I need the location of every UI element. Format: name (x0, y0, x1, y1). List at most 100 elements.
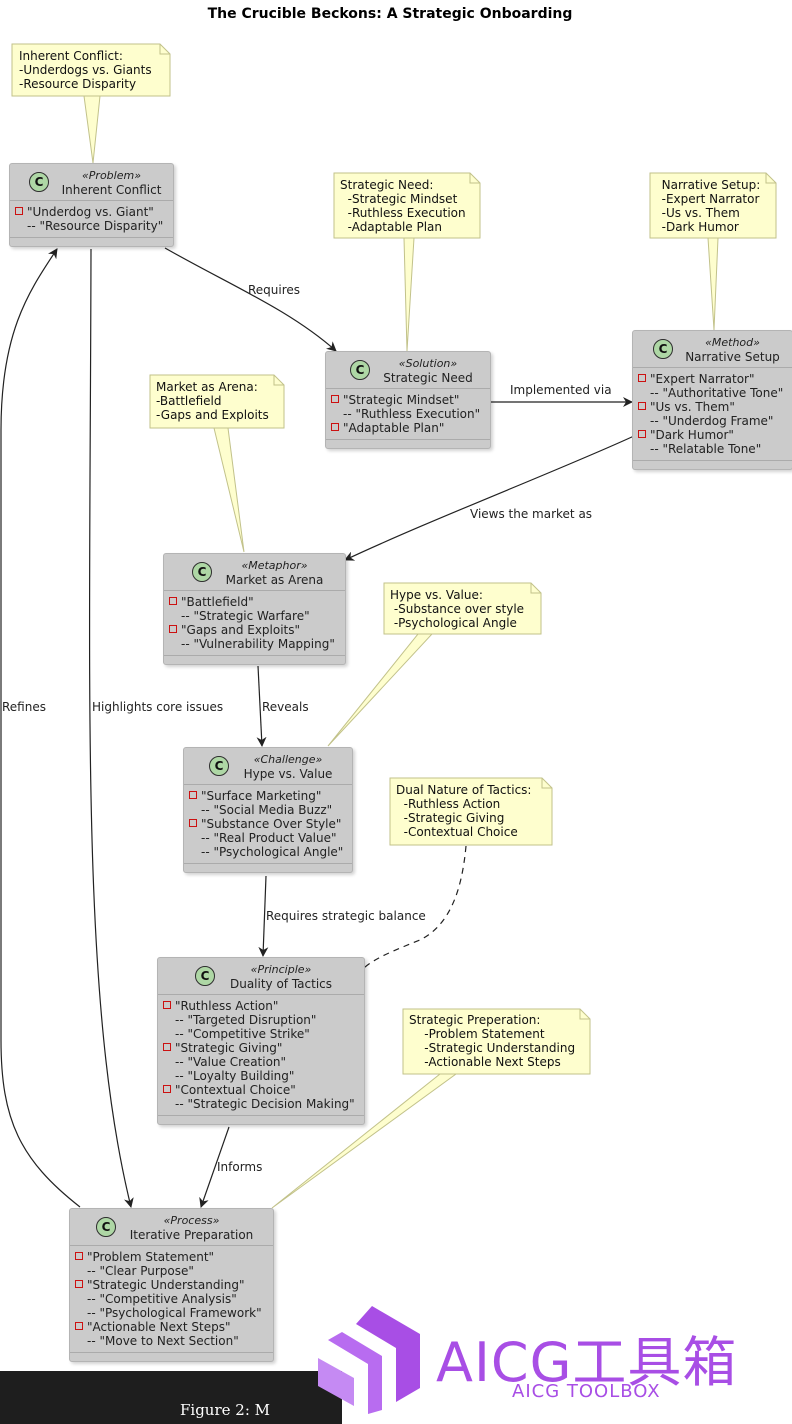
class-attribute-row: -- "Social Media Buzz" (189, 803, 348, 817)
class-attribute-text: "Expert Narrator" (650, 372, 755, 386)
class-attribute-text: -- "Resource Disparity" (27, 219, 164, 233)
attribute-marker-icon (331, 395, 339, 403)
class-attribute-row: "Strategic Giving" (163, 1041, 360, 1055)
class-attribute-row: -- "Strategic Warfare" (169, 609, 341, 623)
class-attribute-text: -- "Targeted Disruption" (175, 1013, 317, 1027)
class-attribute-row: "Actionable Next Steps" (75, 1320, 269, 1334)
class-attribute-text: "Surface Marketing" (201, 789, 322, 803)
class-narrative-setup[interactable]: C «Method» Narrative Setup "Expert Narra… (632, 330, 792, 470)
class-attribute-row: -- "Real Product Value" (189, 831, 348, 845)
edge-label-views: Views the market as (470, 507, 593, 521)
class-attribute-text: "Strategic Mindset" (343, 393, 460, 407)
attribute-marker-icon (75, 1252, 83, 1260)
class-attributes: "Surface Marketing"-- "Social Media Buzz… (184, 785, 352, 859)
class-attribute-row: -- "Psychological Angle" (189, 845, 348, 859)
class-name: Strategic Need (383, 371, 473, 385)
class-stereotype: «Problem» (82, 169, 141, 182)
class-attribute-row: "Contextual Choice" (163, 1083, 360, 1097)
edge-label-informs: Informs (217, 1160, 263, 1174)
class-attribute-row: "Us vs. Them" (638, 400, 788, 414)
class-attribute-row: -- "Value Creation" (163, 1055, 360, 1069)
class-duality-of-tactics[interactable]: C «Principle» Duality of Tactics "Ruthle… (157, 957, 365, 1125)
class-attribute-text: "Strategic Understanding" (87, 1278, 245, 1292)
class-attributes: "Battlefield"-- "Strategic Warfare""Gaps… (164, 591, 345, 651)
class-attribute-row: -- "Targeted Disruption" (163, 1013, 360, 1027)
class-attribute-text: -- "Ruthless Execution" (343, 407, 481, 421)
class-attribute-text: -- "Value Creation" (175, 1055, 287, 1069)
edge-label-implemented: Implemented via (510, 383, 612, 397)
class-attribute-text: -- "Strategic Decision Making" (175, 1097, 355, 1111)
class-c-icon: C (195, 966, 215, 986)
edge-informs (199, 1126, 230, 1208)
edge-label-refines: Refines (2, 700, 46, 714)
note-text-conflict: Inherent Conflict: -Underdogs vs. Giants… (19, 49, 152, 91)
edge-label-balance: Requires strategic balance (266, 909, 426, 923)
attribute-marker-icon (169, 597, 177, 605)
class-attribute-text: "Adaptable Plan" (343, 421, 445, 435)
diagram-title: The Crucible Beckons: A Strategic Onboar… (207, 6, 573, 22)
class-attribute-row: "Gaps and Exploits" (169, 623, 341, 637)
class-attribute-text: -- "Competitive Strike" (175, 1027, 310, 1041)
class-attribute-row: "Underdog vs. Giant" (15, 205, 169, 219)
note-text-narrative: Narrative Setup: -Expert Narrator -Us vs… (661, 178, 761, 234)
note-text-prep: Strategic Preperation: -Problem Statemen… (409, 1013, 576, 1069)
edge-views-market (344, 435, 635, 561)
class-attribute-row: -- "Underdog Frame" (638, 414, 788, 428)
note-prep (402, 1008, 591, 1075)
note-text-need: Strategic Need: -Strategic Mindset -Ruth… (340, 178, 466, 234)
class-hype-vs-value[interactable]: C «Challenge» Hype vs. Value "Surface Ma… (183, 747, 353, 873)
class-attribute-text: -- "Clear Purpose" (87, 1264, 194, 1278)
class-attribute-row: "Surface Marketing" (189, 789, 348, 803)
note-text-arena: Market as Arena: -Battlefield -Gaps and … (156, 380, 269, 422)
class-attribute-text: -- "Social Media Buzz" (201, 803, 333, 817)
class-inherent-conflict[interactable]: C «Problem» Inherent Conflict "Underdog … (9, 163, 174, 247)
class-attribute-row: "Expert Narrator" (638, 372, 788, 386)
watermark-subtext: AICG TOOLBOX (512, 1381, 661, 1402)
class-name: Duality of Tactics (229, 977, 333, 991)
class-attributes: "Ruthless Action"-- "Targeted Disruption… (158, 995, 364, 1111)
class-attribute-row: -- "Move to Next Section" (75, 1334, 269, 1348)
class-attribute-text: -- "Relatable Tone" (650, 442, 762, 456)
class-attribute-text: -- "Real Product Value" (201, 831, 337, 845)
class-attributes: "Expert Narrator"-- "Authoritative Tone"… (633, 368, 792, 456)
class-attribute-text: "Underdog vs. Giant" (27, 205, 154, 219)
class-attribute-text: "Substance Over Style" (201, 817, 342, 831)
class-strategic-need[interactable]: C «Solution» Strategic Need "Strategic M… (325, 351, 491, 449)
note-connector-arena (213, 427, 245, 553)
class-stereotype: «Metaphor» (241, 559, 308, 572)
attribute-marker-icon (638, 402, 646, 410)
attribute-marker-icon (638, 430, 646, 438)
class-attribute-row: -- "Psychological Framework" (75, 1306, 269, 1320)
class-attribute-text: "Ruthless Action" (175, 999, 279, 1013)
edge-reveals (256, 665, 267, 747)
class-attribute-text: "Actionable Next Steps" (87, 1320, 231, 1334)
class-attribute-row: "Battlefield" (169, 595, 341, 609)
attribute-marker-icon (163, 1043, 171, 1051)
class-attribute-text: "Battlefield" (181, 595, 254, 609)
class-attribute-text: "Strategic Giving" (175, 1041, 283, 1055)
class-attribute-row: "Strategic Understanding" (75, 1278, 269, 1292)
figure-caption: Figure 2: M (180, 1401, 271, 1419)
attribute-marker-icon (638, 374, 646, 382)
class-attribute-text: -- "Loyalty Building" (175, 1069, 295, 1083)
note-connector-narrative (707, 237, 719, 331)
class-attribute-row: -- "Competitive Analysis" (75, 1292, 269, 1306)
class-attribute-text: "Problem Statement" (87, 1250, 215, 1264)
edge-label-highlights: Highlights core issues (92, 700, 224, 714)
class-attribute-text: -- "Underdog Frame" (650, 414, 774, 428)
attribute-marker-icon (189, 819, 197, 827)
class-stereotype: «Challenge» (253, 753, 323, 766)
class-attribute-row: -- "Ruthless Execution" (331, 407, 486, 421)
class-market-as-arena[interactable]: C «Metaphor» Market as Arena "Battlefiel… (163, 553, 346, 665)
class-iterative-preparation[interactable]: C «Process» Iterative Preparation "Probl… (69, 1208, 274, 1362)
class-name: Inherent Conflict (61, 183, 162, 197)
attribute-marker-icon (75, 1280, 83, 1288)
note-text-hype: Hype vs. Value: -Substance over style -P… (390, 588, 525, 630)
class-attribute-text: -- "Vulnerability Mapping" (181, 637, 335, 651)
caption-bar (0, 1371, 342, 1424)
edge-label-reveals: Reveals (262, 700, 309, 714)
edge-requires-balance (258, 875, 269, 957)
attribute-marker-icon (331, 423, 339, 431)
class-attribute-text: -- "Psychological Framework" (87, 1306, 262, 1320)
